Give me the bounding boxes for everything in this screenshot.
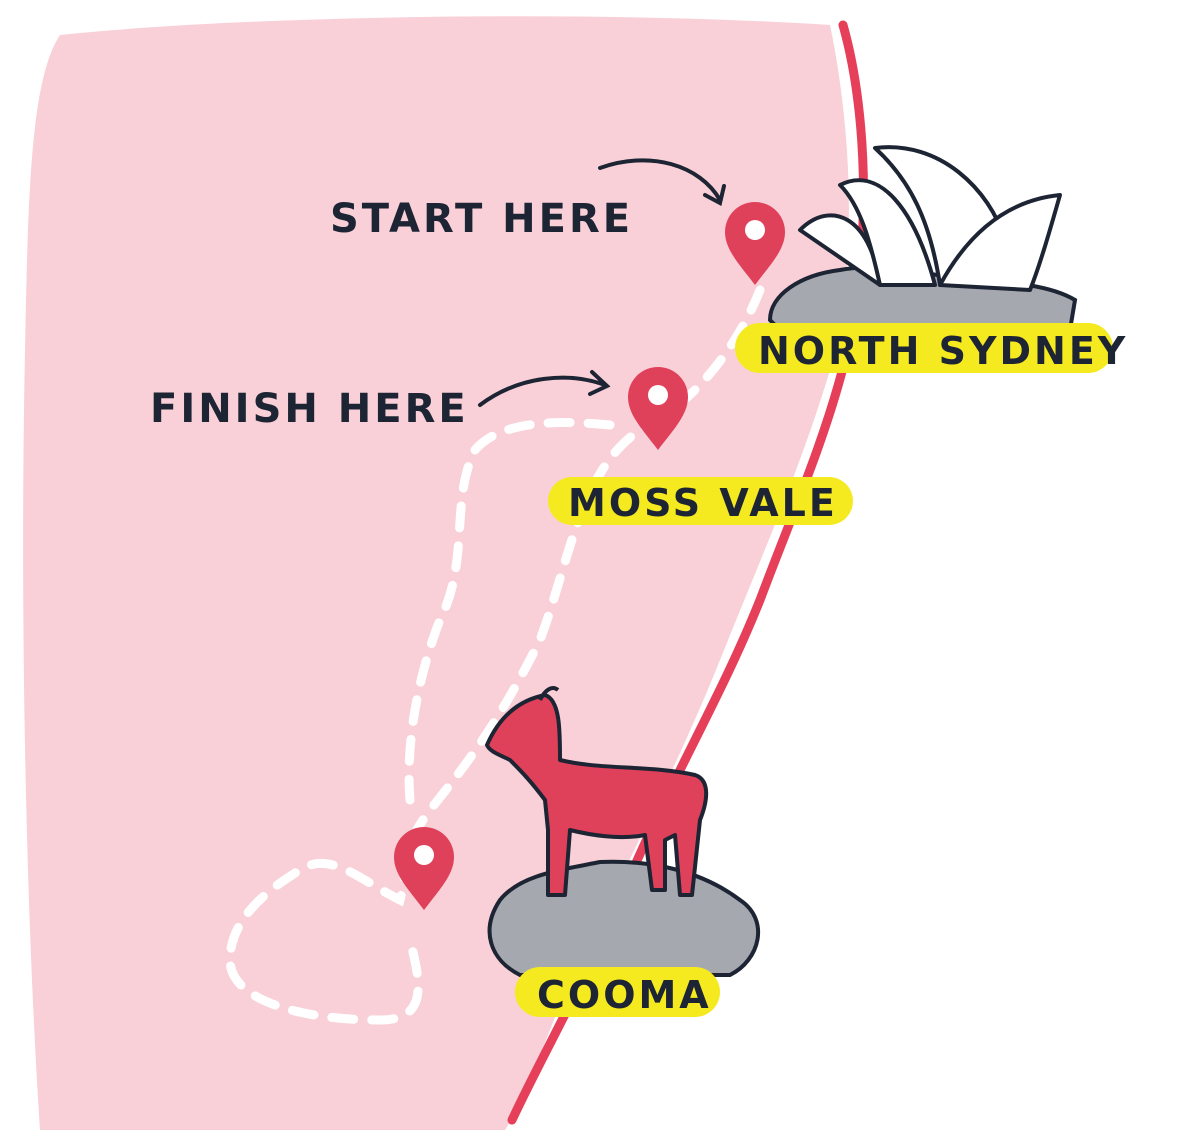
opera-house-icon — [767, 145, 1078, 332]
finish-arrow-icon — [478, 370, 611, 407]
map-pin-icon[interactable] — [628, 367, 688, 450]
goat-icon — [485, 686, 760, 977]
map-pin-icon[interactable] — [394, 827, 454, 910]
place-label-cooma: COOMA — [537, 973, 712, 1017]
start-arrow-icon — [598, 158, 726, 206]
place-label-moss-vale: MOSS VALE — [568, 481, 838, 525]
land-region — [23, 16, 849, 1131]
finish-label: FINISH HERE — [150, 386, 469, 432]
start-label: START HERE — [330, 196, 633, 242]
place-label-north-sydney: NORTH SYDNEY — [758, 329, 1128, 373]
map-pin-icon[interactable] — [725, 202, 785, 285]
